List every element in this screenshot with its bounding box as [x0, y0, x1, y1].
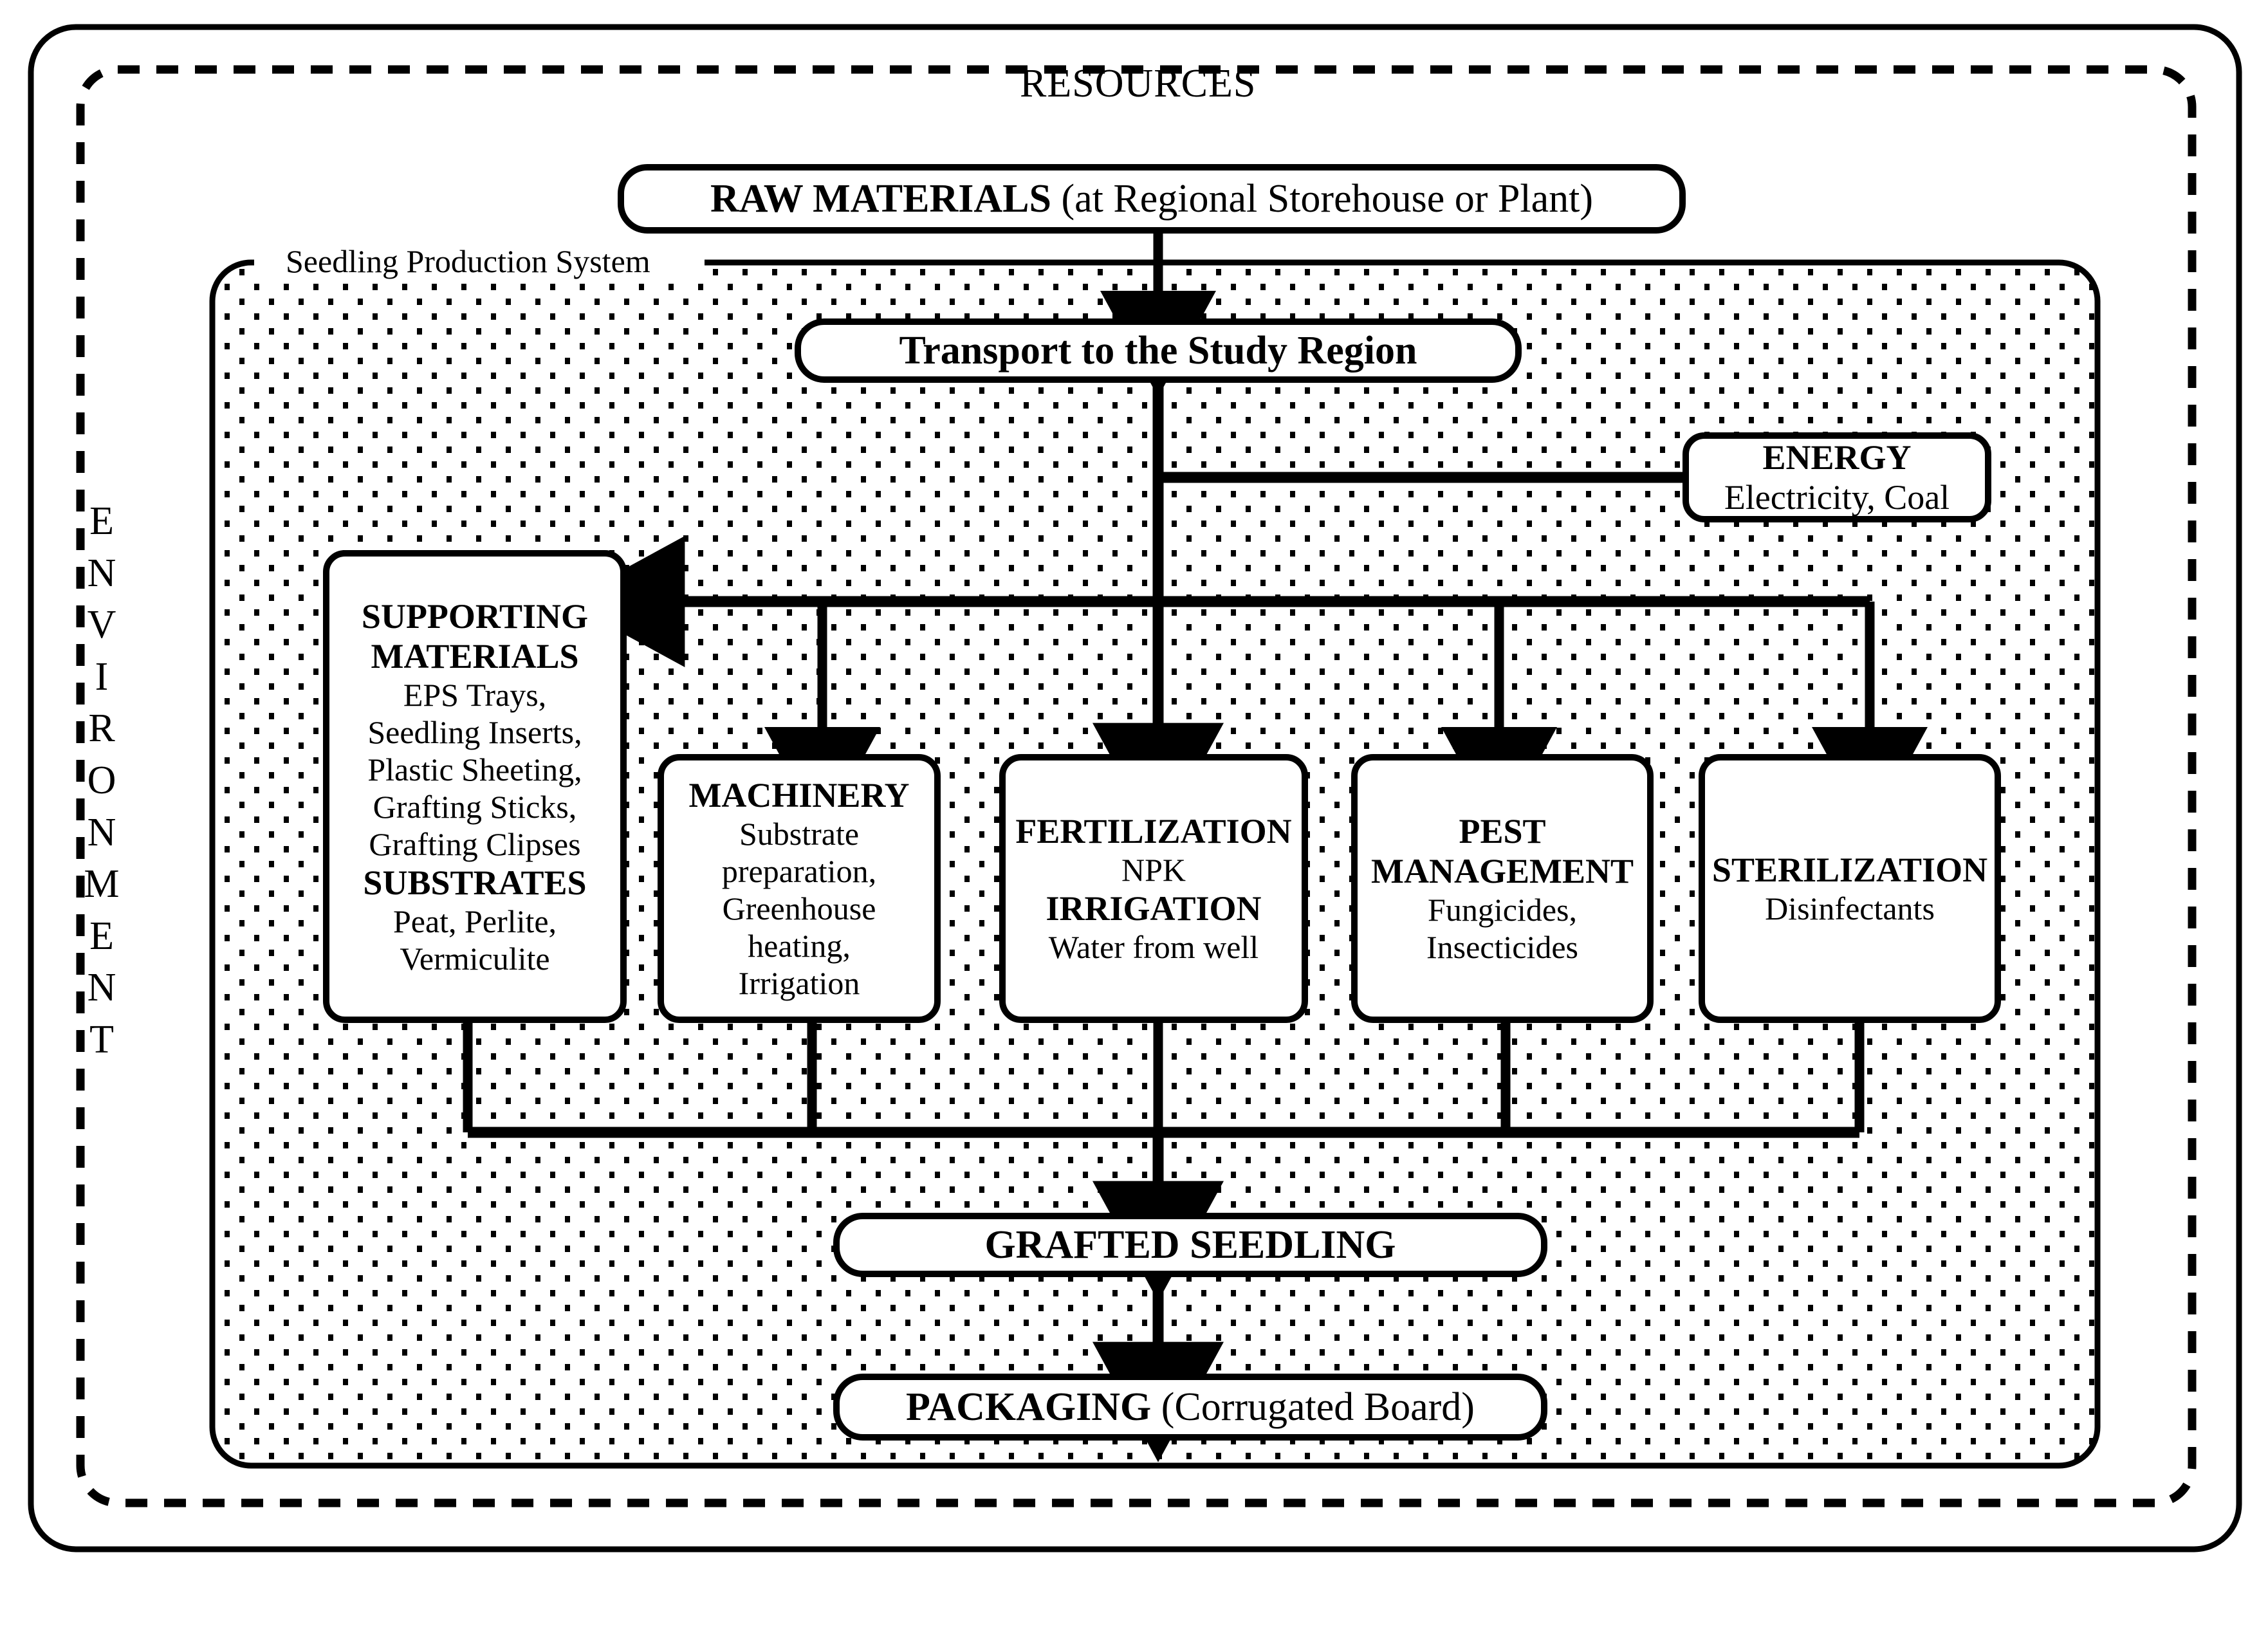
supporting-materials-title-1: SUPPORTING: [361, 596, 589, 636]
environment-letter: M: [84, 862, 120, 907]
packaging-subtitle: (Corrugated Board): [1151, 1385, 1475, 1429]
energy-box[interactable]: ENERGY Electricity, Coal: [1683, 432, 1991, 522]
pest-management-item: Insecticides: [1426, 929, 1578, 965]
environment-letter: O: [87, 758, 116, 802]
machinery-item: Irrigation: [738, 965, 860, 1001]
raw-materials-subtitle: (at Regional Storehouse or Plant): [1051, 176, 1593, 221]
energy-body: Electricity, Coal: [1724, 478, 1950, 517]
sterilization-body: Disinfectants: [1765, 890, 1935, 926]
resources-label: RESOURCES: [1020, 62, 1257, 106]
environment-label: E N V I R O N M E N T: [77, 495, 126, 1066]
sterilization-title: STERILIZATION: [1711, 851, 1988, 889]
environment-boundary: [28, 24, 2242, 1552]
pest-management-box[interactable]: PEST MANAGEMENT Fungicides, Insecticides: [1351, 754, 1654, 1023]
supporting-materials-item: Grafting Sticks,: [373, 788, 577, 825]
substrates-item: Peat, Perlite,: [392, 903, 557, 939]
supporting-materials-box[interactable]: SUPPORTING MATERIALS EPS Trays, Seedling…: [323, 550, 627, 1023]
supporting-materials-item: Seedling Inserts,: [367, 714, 582, 750]
machinery-box[interactable]: MACHINERY Substrate preparation, Greenho…: [658, 754, 941, 1023]
fertilization-irrigation-box[interactable]: FERTILIZATION NPK IRRIGATION Water from …: [999, 754, 1308, 1023]
substrates-item: Vermiculite: [400, 940, 550, 977]
supporting-materials-item: EPS Trays,: [403, 676, 547, 713]
pest-management-item: Fungicides,: [1428, 892, 1577, 928]
environment-letter: E: [89, 499, 114, 543]
energy-title: ENERGY: [1762, 438, 1912, 477]
sterilization-box[interactable]: STERILIZATION Disinfectants: [1699, 754, 2001, 1023]
irrigation-title: IRRIGATION: [1046, 889, 1262, 928]
environment-letter: I: [95, 654, 109, 699]
environment-letter: N: [87, 966, 116, 1010]
environment-letter: T: [89, 1017, 114, 1062]
fertilization-title: FERTILIZATION: [1015, 812, 1292, 851]
machinery-title: MACHINERY: [688, 776, 910, 815]
flow-connectors: [463, 233, 1928, 1462]
pest-management-title-2: MANAGEMENT: [1371, 852, 1634, 890]
environment-letter: N: [87, 551, 116, 595]
pest-management-title-1: PEST: [1459, 812, 1546, 851]
transport-title: Transport to the Study Region: [899, 328, 1417, 373]
grafted-seedling-title: GRAFTED SEEDLING: [984, 1222, 1396, 1267]
machinery-item: Substrate: [739, 816, 860, 852]
supporting-materials-item: Grafting Clipses: [369, 825, 581, 862]
raw-materials-title: RAW MATERIALS: [710, 176, 1051, 221]
irrigation-body: Water from well: [1048, 929, 1259, 965]
packaging-title: PACKAGING: [906, 1385, 1152, 1429]
seedling-production-system-label: Seedling Production System: [277, 243, 659, 280]
supporting-materials-item: Plastic Sheeting,: [367, 751, 582, 788]
machinery-item: Greenhouse: [722, 890, 876, 926]
environment-letter: N: [87, 810, 116, 854]
supporting-materials-title-2: MATERIALS: [371, 636, 579, 676]
environment-letter: R: [88, 706, 115, 751]
environment-letter: E: [89, 914, 114, 958]
raw-materials-box[interactable]: RAW MATERIALS (at Regional Storehouse or…: [618, 164, 1686, 234]
packaging-box[interactable]: PACKAGING (Corrugated Board): [833, 1374, 1547, 1441]
environment-letter: V: [87, 603, 116, 647]
substrates-title: SUBSTRATES: [363, 863, 587, 902]
machinery-item: preparation,: [721, 853, 877, 889]
resources-boundary: [76, 65, 2197, 1507]
machinery-item: heating,: [748, 928, 851, 964]
transport-box[interactable]: Transport to the Study Region: [795, 318, 1522, 383]
grafted-seedling-box[interactable]: GRAFTED SEEDLING: [833, 1213, 1547, 1277]
fertilization-body: NPK: [1121, 852, 1186, 888]
